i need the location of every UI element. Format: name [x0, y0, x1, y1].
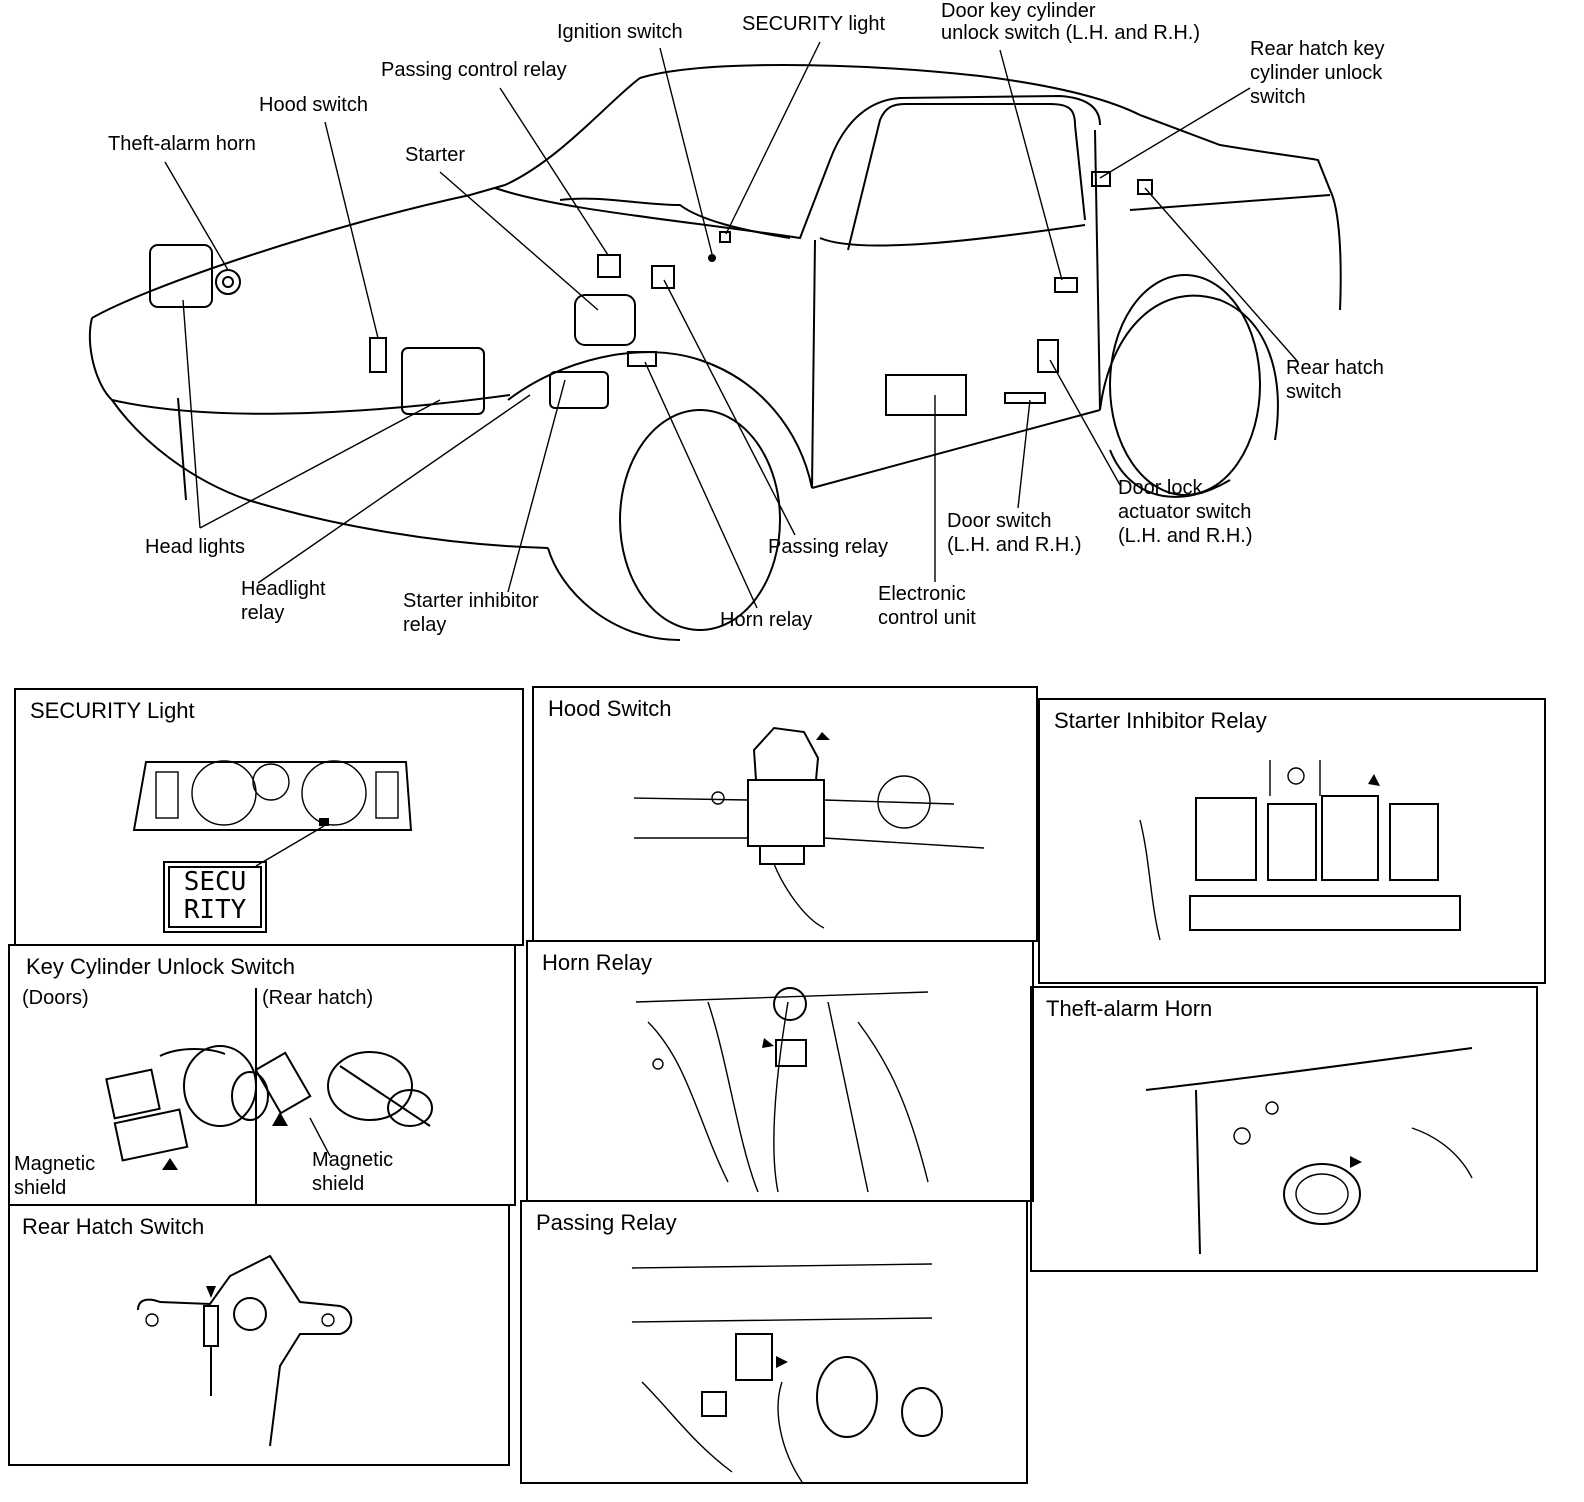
label-ignition-switch: Ignition switch [557, 21, 683, 43]
label-passing-control-relay: Passing control relay [381, 59, 567, 81]
label-passing-relay: Passing relay [768, 536, 889, 558]
label-door-lock-actuator-switch: Door lock actuator switch (L.H. and R.H.… [1118, 477, 1253, 547]
label-theft-alarm-horn: Theft-alarm horn [108, 133, 256, 155]
label-rear-hatch-switch: Rear hatch switch [1286, 357, 1384, 403]
panel-title: Horn Relay [542, 950, 653, 975]
label-headlight-relay: Headlight relay [241, 578, 326, 624]
instrument-cluster-drawing [132, 760, 413, 867]
horn-relay-drawing [635, 987, 929, 1193]
panel-title: Theft-alarm Horn [1046, 996, 1213, 1021]
label-door-key-cylinder: Door key cylinder unlock switch (L.H. an… [941, 0, 1200, 44]
panel-horn-relay: Horn Relay [526, 940, 1034, 1202]
doors-caption: (Doors) [22, 987, 89, 1009]
label-horn-relay: Horn relay [720, 609, 813, 631]
panel-title: Rear Hatch Switch [22, 1214, 205, 1239]
label-starter: Starter [405, 144, 466, 166]
label-hood-switch: Hood switch [259, 94, 368, 116]
rear-hatch-switch-drawing [137, 1254, 353, 1447]
label-door-switch: Door switch (L.H. and R.H.) [947, 510, 1082, 556]
key-cylinder-drawing [105, 988, 433, 1204]
leader-lines [164, 41, 1299, 609]
passing-relay-drawing [631, 1263, 943, 1483]
magnetic-shield-label-right: Magnetic shield [312, 1149, 394, 1195]
panel-title: Hood Switch [548, 696, 672, 721]
starter-inhibitor-relay-drawing [1139, 760, 1461, 941]
panel-title: Starter Inhibitor Relay [1054, 708, 1267, 733]
panel-key-cylinder: Key Cylinder Unlock Switch (Doors) (Rear… [8, 944, 516, 1206]
panel-title: Key Cylinder Unlock Switch [26, 954, 295, 979]
panel-security-light: SECURITY Light SECU RITY [14, 688, 524, 946]
car-body-outline [88, 64, 1342, 641]
label-electronic-control-unit: Electronic control unit [878, 583, 976, 629]
panel-title: Passing Relay [536, 1210, 677, 1235]
label-rear-hatch-key-cylinder: Rear hatch key cylinder unlock switch [1250, 38, 1385, 108]
label-head-lights: Head lights [145, 536, 246, 558]
panel-rear-hatch-switch: Rear Hatch Switch [8, 1204, 510, 1466]
theft-alarm-horn-drawing [1145, 1047, 1473, 1255]
label-starter-inhibitor-relay: Starter inhibitor relay [403, 590, 539, 636]
rear-hatch-caption: (Rear hatch) [262, 987, 374, 1009]
magnetic-shield-label-left: Magnetic shield [14, 1153, 96, 1199]
label-security-light: SECURITY light [742, 13, 886, 35]
panel-hood-switch: Hood Switch [532, 686, 1038, 942]
hood-switch-drawing [633, 726, 985, 929]
panel-title: SECURITY Light [30, 698, 195, 723]
panel-starter-inhibitor-relay: Starter Inhibitor Relay [1038, 698, 1546, 984]
panel-passing-relay: Passing Relay [520, 1200, 1028, 1484]
panel-theft-alarm-horn: Theft-alarm Horn [1030, 986, 1538, 1272]
security-indicator: SECU RITY [163, 861, 267, 933]
